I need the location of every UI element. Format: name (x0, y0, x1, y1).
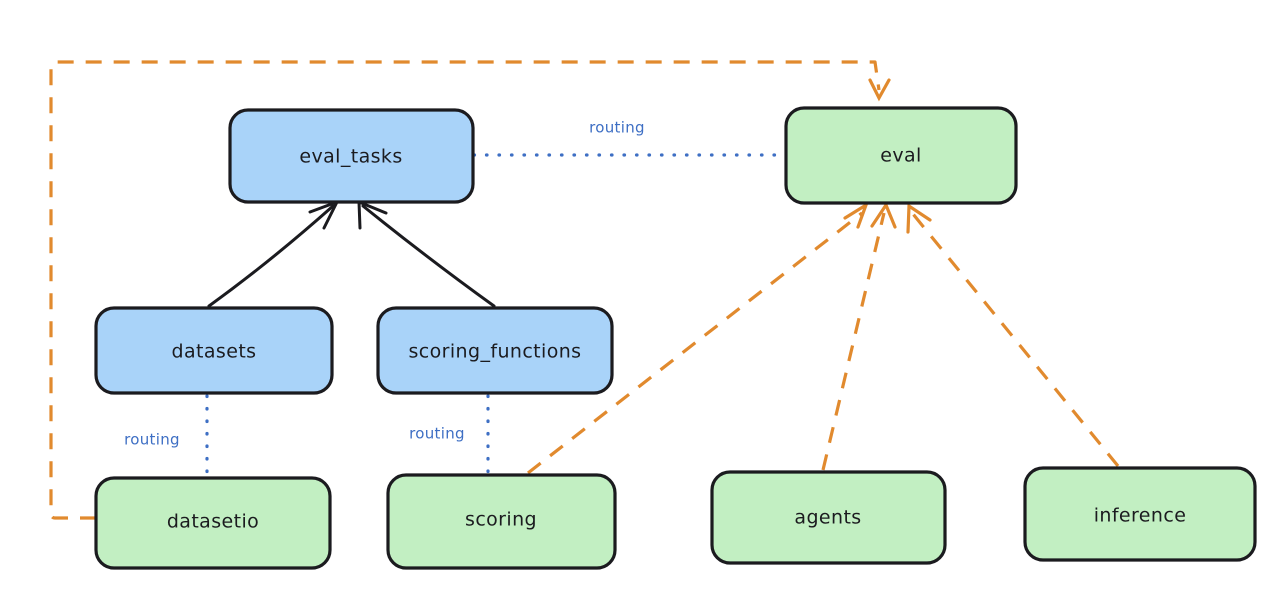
edge-scoring_functions-scoring: routing (409, 394, 490, 476)
edge-inference-eval (906, 203, 1120, 468)
node-label-eval_tasks: eval_tasks (299, 146, 402, 168)
edge-agents-eval (821, 201, 897, 471)
node-label-datasetio: datasetio (167, 511, 259, 533)
edge-datasets-datasetio: routing (124, 394, 209, 479)
node-inference[interactable]: inference (1023, 466, 1257, 562)
node-label-scoring_functions: scoring_functions (409, 341, 582, 363)
edge-label-routing-scoring: routing (409, 425, 465, 443)
edge-eval-datasetio (49, 60, 891, 520)
edge-eval_tasks-eval: routing (472, 119, 787, 157)
node-scoring_functions[interactable]: scoring_functions (376, 306, 614, 395)
edge-label-routing-eval: routing (589, 119, 645, 137)
node-label-agents: agents (794, 507, 861, 529)
node-label-eval: eval (880, 145, 921, 167)
edge-label-routing-datasetio: routing (124, 431, 180, 449)
node-datasetio[interactable]: datasetio (94, 476, 332, 570)
node-label-scoring: scoring (465, 509, 537, 531)
node-datasets[interactable]: datasets (94, 306, 334, 395)
edge-scoring-eval (527, 201, 870, 475)
node-agents[interactable]: agents (710, 470, 947, 565)
node-label-datasets: datasets (172, 341, 257, 363)
node-eval[interactable]: eval (784, 106, 1018, 205)
node-scoring[interactable]: scoring (386, 473, 617, 570)
edge-datasets-eval_tasks (207, 199, 341, 308)
node-label-inference: inference (1094, 505, 1187, 527)
edge-scoring_functions-eval_tasks (357, 199, 496, 308)
node-eval_tasks[interactable]: eval_tasks (228, 108, 475, 204)
